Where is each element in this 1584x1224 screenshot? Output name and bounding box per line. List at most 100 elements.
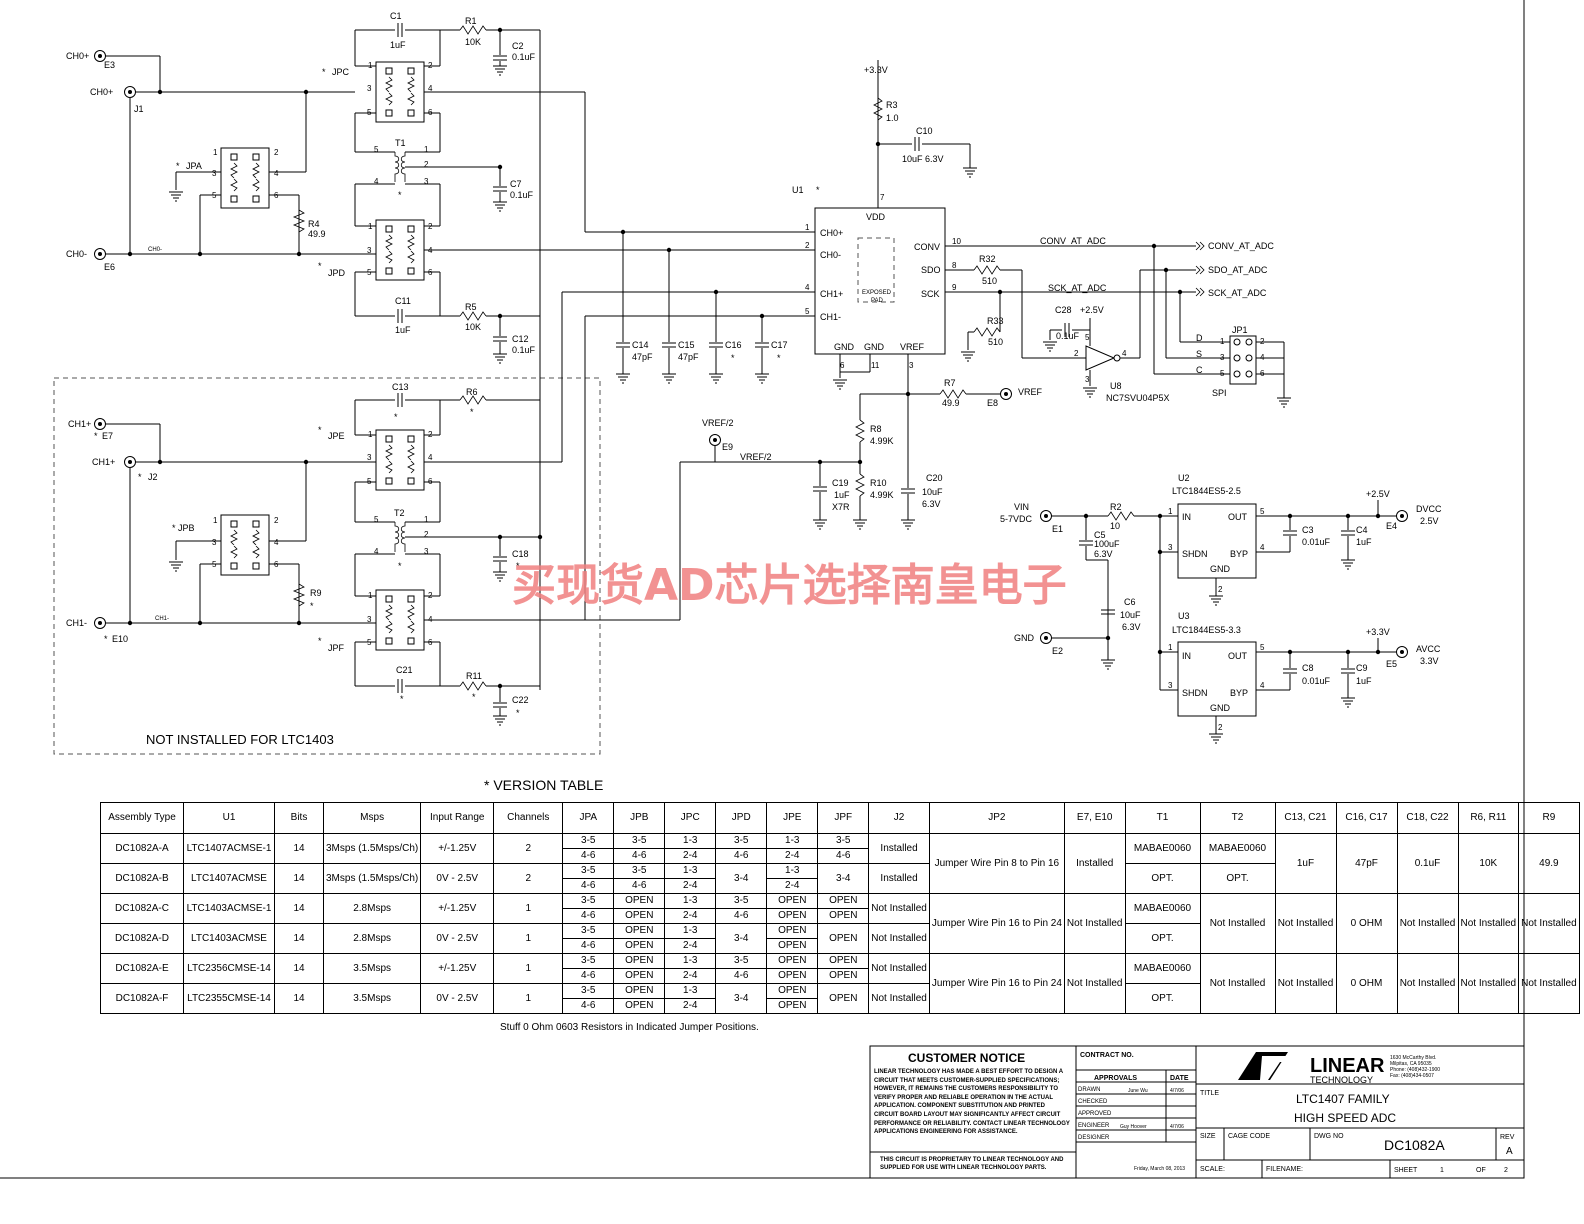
table-cell: 4-6 — [613, 848, 666, 864]
value-c15: 47pF — [678, 352, 699, 362]
svg-text:3: 3 — [367, 246, 372, 255]
svg-text:2: 2 — [428, 61, 433, 70]
label-c16: C16 — [725, 340, 742, 350]
table-cell: 3Msps (1.5Msps/Ch) — [322, 833, 422, 864]
star-c16: * — [731, 353, 735, 363]
table-cell: 2.8Msps — [322, 893, 422, 924]
address-3: Phone: (408)432-1900 — [1390, 1067, 1440, 1073]
svg-text:4: 4 — [374, 547, 379, 556]
table-cell: 1-3 — [766, 863, 819, 879]
table-cell: Not Installed — [1063, 893, 1126, 954]
table-header: C16, C17 — [1335, 802, 1398, 834]
table-cell: OPT. — [1124, 983, 1201, 1014]
label-vref2: VREF/2 — [702, 418, 734, 428]
label-t1: T1 — [395, 138, 406, 148]
table-cell: Installed — [868, 863, 930, 894]
table-cell: 4-6 — [562, 968, 615, 984]
label-c: C — [1196, 365, 1203, 375]
drawn-by: June Wu — [1128, 1088, 1148, 1094]
net-conv-at-adc: CONV_AT_ADC — [1040, 236, 1106, 246]
label-c12: C12 — [512, 334, 529, 344]
pin-ch1p: CH1+ — [820, 289, 843, 299]
svg-text:7: 7 — [880, 193, 885, 202]
version-table-title: * VERSION TABLE — [484, 777, 604, 793]
svg-text:3: 3 — [1220, 353, 1225, 362]
svg-text:1: 1 — [368, 61, 373, 70]
svg-text:2: 2 — [1260, 337, 1265, 346]
label-d: D — [1196, 333, 1203, 343]
label-e4: E4 — [1386, 521, 1397, 531]
of-value: 2 — [1504, 1167, 1508, 1174]
table-cell: LTC2355CMSE-14 — [183, 983, 275, 1014]
svg-text:5: 5 — [1260, 507, 1265, 516]
svg-text:3: 3 — [424, 547, 429, 556]
value-r3: 1.0 — [886, 113, 899, 123]
svg-text:4: 4 — [428, 246, 433, 255]
svg-text:6: 6 — [1260, 369, 1265, 378]
table-cell: 0V - 2.5V — [420, 923, 495, 954]
digital-interface — [945, 241, 1292, 408]
pin-ch0n: CH0- — [820, 250, 841, 260]
table-cell: 4-6 — [715, 968, 768, 984]
engineer-by: Guy Hoover — [1120, 1124, 1147, 1130]
svg-text:4: 4 — [428, 615, 433, 624]
star-t1: * — [398, 190, 402, 200]
logo-subtext: TECHNOLOGY — [1310, 1075, 1373, 1085]
table-cell: 3-5 — [562, 863, 615, 879]
table-cell: 1uF — [1274, 833, 1337, 894]
label-r11: R11 — [466, 671, 482, 681]
table-cell: 2-4 — [664, 878, 717, 894]
table-header: JPE — [766, 802, 819, 834]
table-header: JPA — [562, 802, 615, 834]
table-cell: 3.5Msps — [322, 953, 422, 984]
type-c20: 6.3V — [922, 499, 941, 509]
net-sck-at-adc: SCK_AT_ADC — [1048, 283, 1107, 293]
table-header: U1 — [183, 802, 275, 834]
table-cell: OPEN — [613, 998, 666, 1014]
label-u3: U3 — [1178, 611, 1190, 621]
value-r5: 10K — [465, 322, 481, 332]
label-e9: E9 — [722, 442, 733, 452]
table-cell: 3-5 — [715, 953, 768, 969]
table-cell: 4-6 — [715, 908, 768, 924]
svg-text:10: 10 — [952, 237, 961, 246]
table-cell: OPEN — [817, 908, 870, 924]
label-s: S — [1196, 349, 1202, 359]
label-c2: C2 — [512, 41, 524, 51]
pin-ch1n: CH1- — [820, 312, 841, 322]
table-cell: 47pF — [1335, 833, 1398, 894]
star-t2: * — [398, 561, 402, 571]
table-cell: LTC1403ACMSE — [183, 923, 275, 954]
table-header: R9 — [1518, 802, 1580, 834]
table-cell: Not Installed — [1396, 893, 1459, 954]
u3-out: OUT — [1228, 651, 1248, 661]
table-cell: 3-5 — [613, 863, 666, 879]
table-cell: 1-3 — [664, 893, 717, 909]
table-cell: 0 OHM — [1335, 893, 1398, 954]
label-vin-range: 5-7VDC — [1000, 514, 1033, 524]
table-cell: 4-6 — [613, 878, 666, 894]
label-c15: C15 — [678, 340, 695, 350]
label-e3: E3 — [104, 60, 115, 70]
drawing-title-2: HIGH SPEED ADC — [1294, 1111, 1396, 1125]
title-label: TITLE — [1200, 1090, 1219, 1097]
value-c12: 0.1uF — [512, 345, 536, 355]
label-e1: E1 — [1052, 524, 1063, 534]
value-c3: 0.01uF — [1302, 537, 1331, 547]
table-cell: DC1082A-F — [100, 983, 184, 1014]
table-cell: 3-5 — [562, 953, 615, 969]
table-cell: 3.5Msps — [322, 983, 422, 1014]
svg-text:3: 3 — [909, 361, 914, 370]
svg-text:2: 2 — [1218, 585, 1223, 594]
label-c21: C21 — [396, 665, 413, 675]
svg-text:2: 2 — [428, 591, 433, 600]
label-j2: J2 — [148, 472, 158, 482]
label-r9: R9 — [310, 588, 322, 598]
table-cell: Not Installed — [1063, 953, 1126, 1014]
star-r6: * — [470, 407, 474, 417]
svg-text:5: 5 — [1085, 333, 1090, 342]
table-cell: OPEN — [766, 923, 819, 939]
